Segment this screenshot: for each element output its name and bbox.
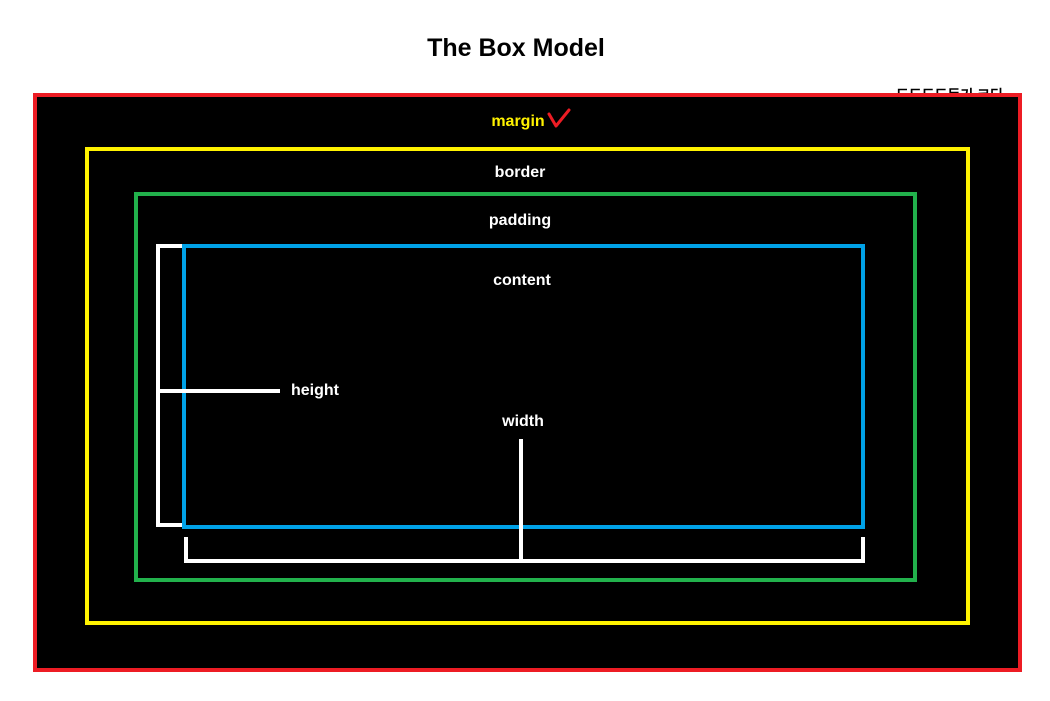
diagram-title: The Box Model bbox=[427, 34, 605, 62]
margin-label: margin bbox=[491, 113, 545, 130]
padding-box bbox=[134, 192, 917, 582]
width-label: width bbox=[502, 413, 544, 430]
content-label: content bbox=[493, 272, 551, 289]
checkmark-icon bbox=[547, 108, 571, 128]
border-box bbox=[85, 147, 970, 625]
border-label: border bbox=[494, 164, 546, 181]
content-box bbox=[182, 244, 865, 529]
height-label: height bbox=[291, 382, 339, 399]
padding-label: padding bbox=[488, 212, 552, 229]
margin-box bbox=[33, 93, 1022, 672]
watermark-text: 도도도도동기 코딩 bbox=[896, 87, 1003, 96]
